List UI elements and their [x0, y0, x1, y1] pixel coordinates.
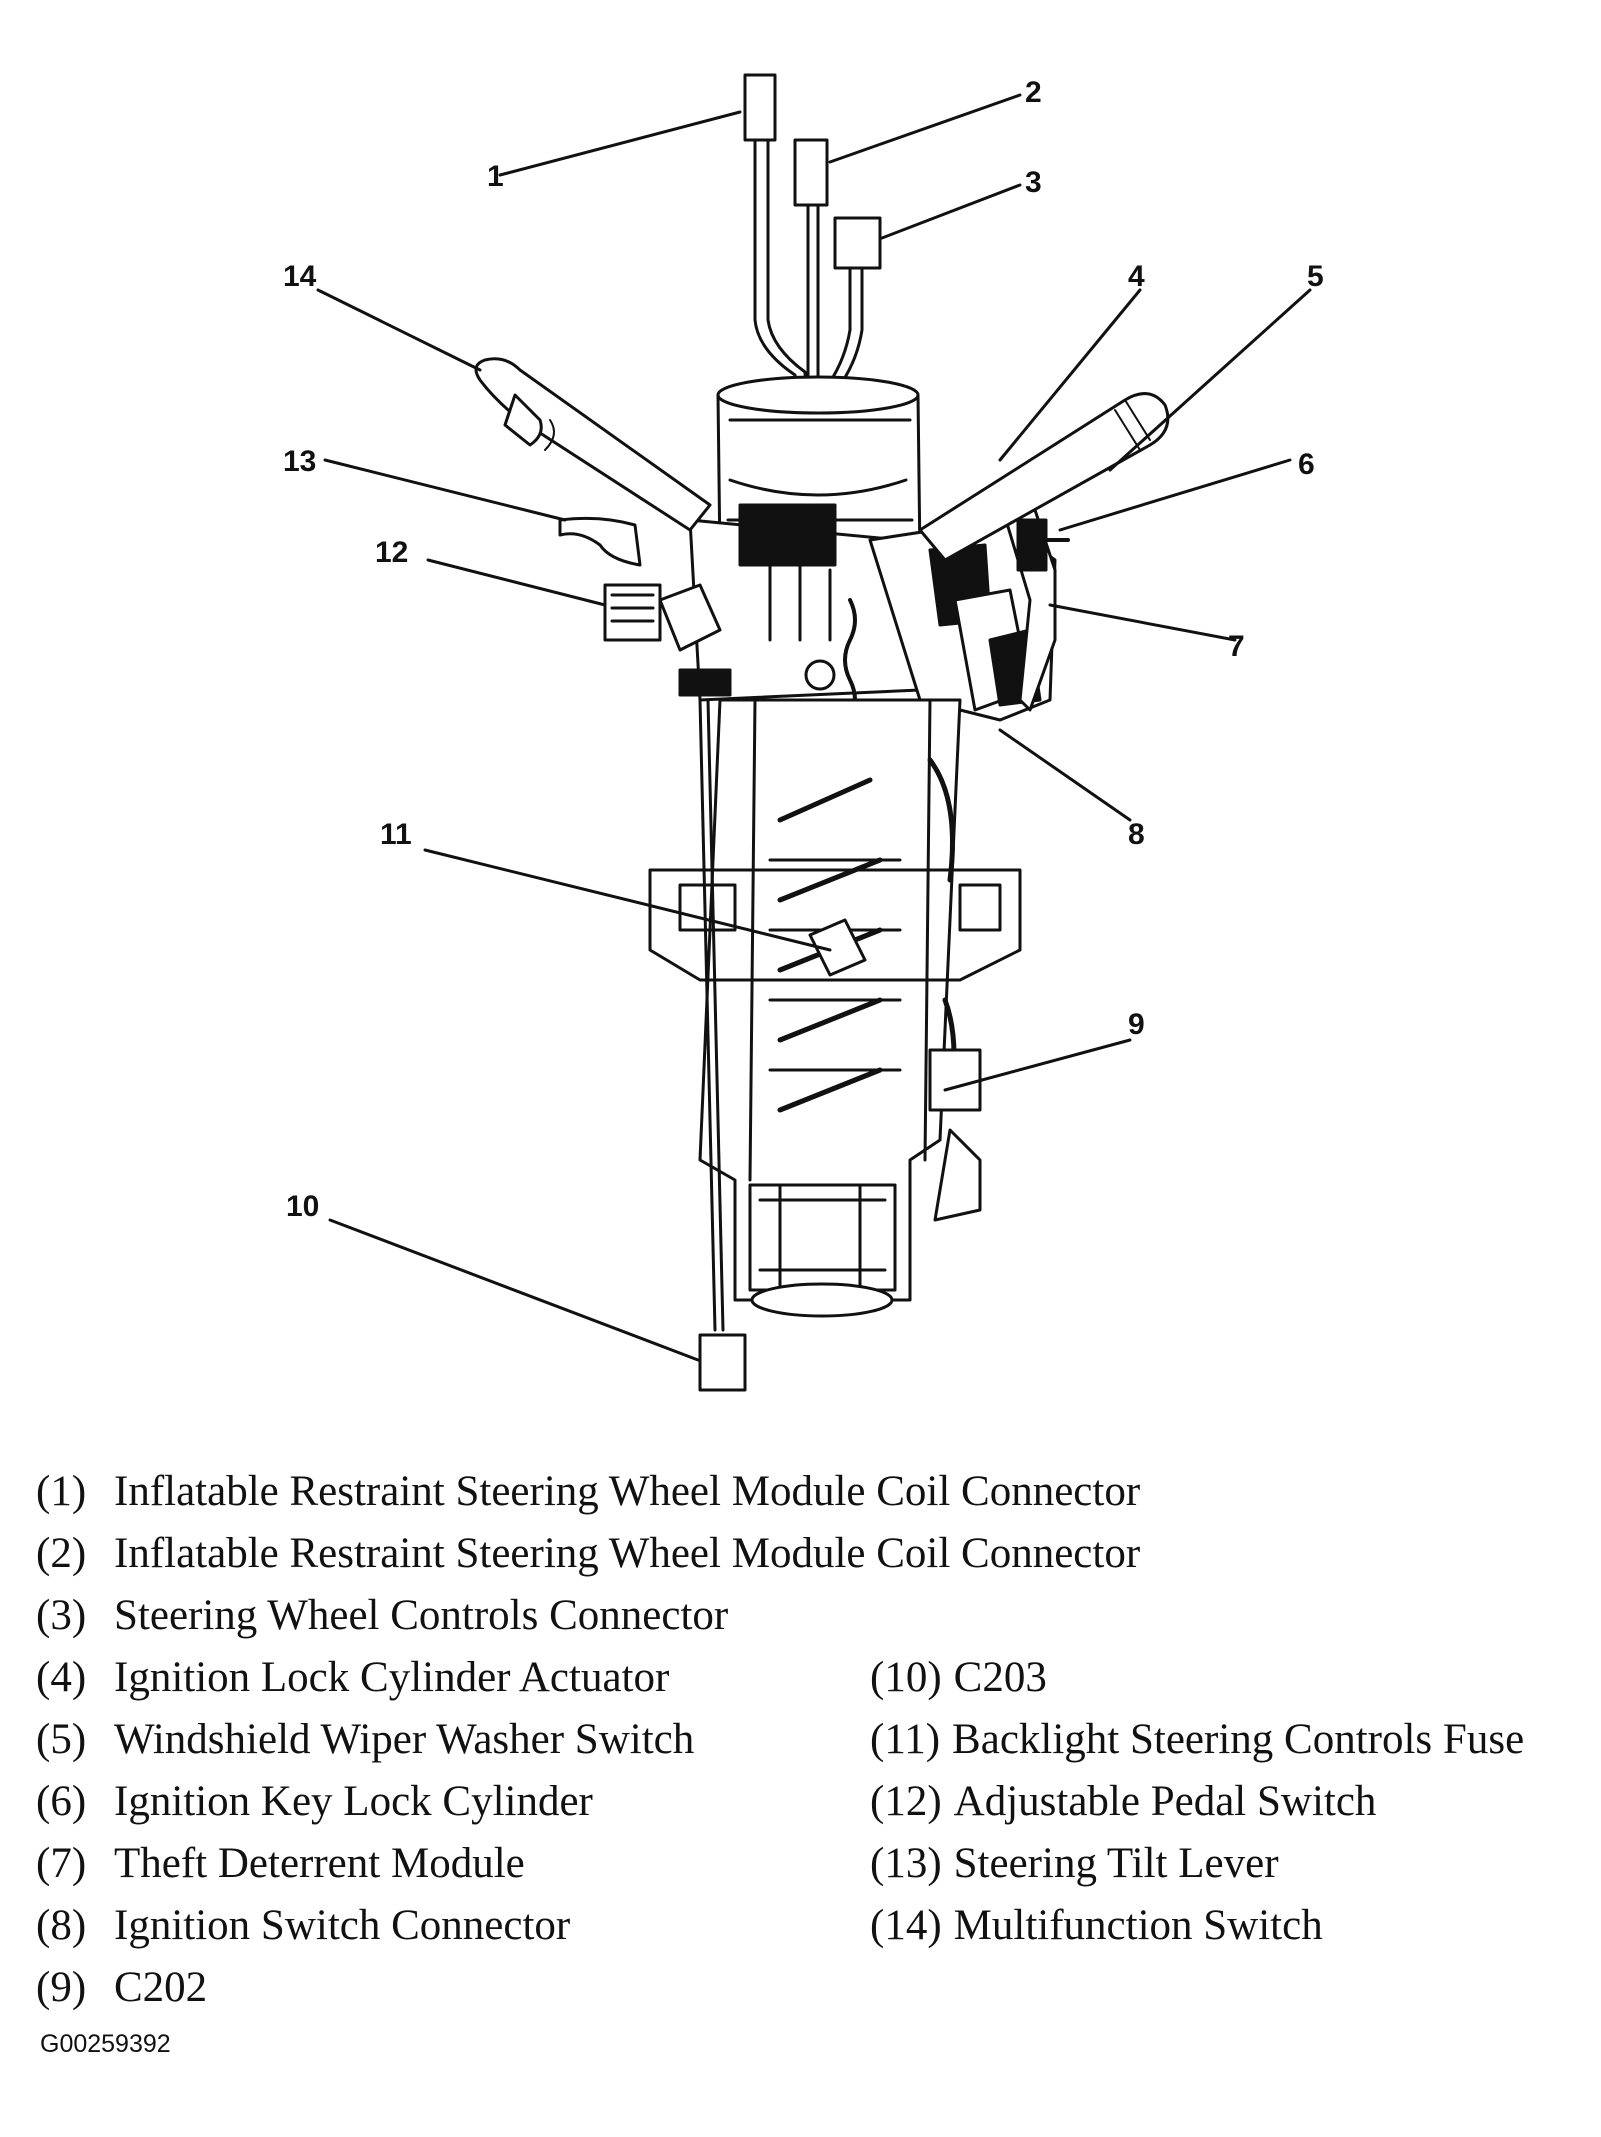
- legend-item: (4) Ignition Lock Cylinder Actuator: [36, 1656, 669, 1699]
- callout-10: 10: [286, 1190, 320, 1223]
- legend-text: Windshield Wiper Washer Switch: [114, 1716, 695, 1763]
- legend-number: (14): [870, 1902, 942, 1949]
- legend-text: Ignition Key Lock Cylinder: [114, 1778, 593, 1825]
- legend-text: Theft Deterrent Module: [114, 1840, 525, 1887]
- legend-number: (8): [36, 1902, 87, 1949]
- legend-text: Backlight Steering Controls Fuse: [952, 1716, 1525, 1763]
- legend-number: (4): [36, 1654, 87, 1701]
- callout-4: 4: [1128, 260, 1145, 293]
- legend-text: C202: [114, 1964, 208, 2011]
- callout-9: 9: [1128, 1008, 1145, 1041]
- legend-item: (9) C202: [36, 1966, 207, 2009]
- legend-number: (13): [870, 1840, 942, 1887]
- legend-number: (1): [36, 1468, 87, 1515]
- callout-12: 12: [375, 536, 409, 569]
- figure-id: G00259392: [40, 2030, 171, 2058]
- callout-1: 1: [487, 160, 504, 193]
- legend-number: (11): [870, 1716, 941, 1763]
- connector-1-shape: [743, 73, 777, 142]
- legend-number: (2): [36, 1530, 87, 1577]
- legend-text: Ignition Lock Cylinder Actuator: [114, 1654, 670, 1701]
- legend-number: (12): [870, 1778, 942, 1825]
- legend-item: (7) Theft Deterrent Module: [36, 1842, 525, 1885]
- legend-item: (8) Ignition Switch Connector: [36, 1904, 570, 1947]
- legend-text: Inflatable Restraint Steering Wheel Modu…: [114, 1530, 1141, 1577]
- legend-text: Ignition Switch Connector: [114, 1902, 571, 1949]
- legend-item: (10)C203: [870, 1656, 1047, 1699]
- legend-item: (14)Multifunction Switch: [870, 1904, 1323, 1947]
- legend-item: (13)Steering Tilt Lever: [870, 1842, 1279, 1885]
- legend: (1) Inflatable Restraint Steering Wheel M…: [36, 1470, 1576, 2030]
- legend-item: (1) Inflatable Restraint Steering Wheel M…: [36, 1470, 1140, 1513]
- callout-13: 13: [283, 445, 317, 478]
- legend-item: (11)Backlight Steering Controls Fuse: [870, 1718, 1524, 1761]
- connector-3-shape: [833, 216, 882, 270]
- legend-item: (6) Ignition Key Lock Cylinder: [36, 1780, 593, 1823]
- callout-5: 5: [1307, 260, 1324, 293]
- steering-column-diagram: 1 2 3 4 5 6 7 8 9 10 11 12 13 14: [283, 73, 1324, 1392]
- legend-number: (6): [36, 1778, 87, 1825]
- callout-7: 7: [1228, 630, 1245, 663]
- callout-2: 2: [1025, 76, 1042, 109]
- legend-number: (10): [870, 1654, 942, 1701]
- callout-6: 6: [1298, 448, 1315, 481]
- callout-8: 8: [1128, 818, 1145, 851]
- legend-number: (5): [36, 1716, 87, 1763]
- legend-number: (9): [36, 1964, 87, 2011]
- legend-item: (12)Adjustable Pedal Switch: [870, 1780, 1376, 1823]
- legend-item: (2) Inflatable Restraint Steering Wheel M…: [36, 1532, 1140, 1575]
- connector-10-shape: [698, 1333, 747, 1392]
- callout-14: 14: [283, 260, 317, 293]
- legend-text: Steering Tilt Lever: [953, 1840, 1279, 1887]
- legend-text: C203: [953, 1654, 1047, 1701]
- connector-2-shape: [793, 138, 829, 207]
- legend-number: (7): [36, 1840, 87, 1887]
- legend-text: Multifunction Switch: [953, 1902, 1323, 1949]
- callout-11: 11: [380, 818, 412, 851]
- steering-column-drawing: [316, 73, 1312, 1392]
- legend-item: (3) Steering Wheel Controls Connector: [36, 1594, 728, 1637]
- legend-text: Adjustable Pedal Switch: [953, 1778, 1377, 1825]
- legend-item: (5) Windshield Wiper Washer Switch: [36, 1718, 694, 1761]
- legend-text: Inflatable Restraint Steering Wheel Modu…: [114, 1468, 1141, 1515]
- legend-number: (3): [36, 1592, 87, 1639]
- legend-text: Steering Wheel Controls Connector: [114, 1592, 729, 1639]
- callout-3: 3: [1025, 166, 1042, 199]
